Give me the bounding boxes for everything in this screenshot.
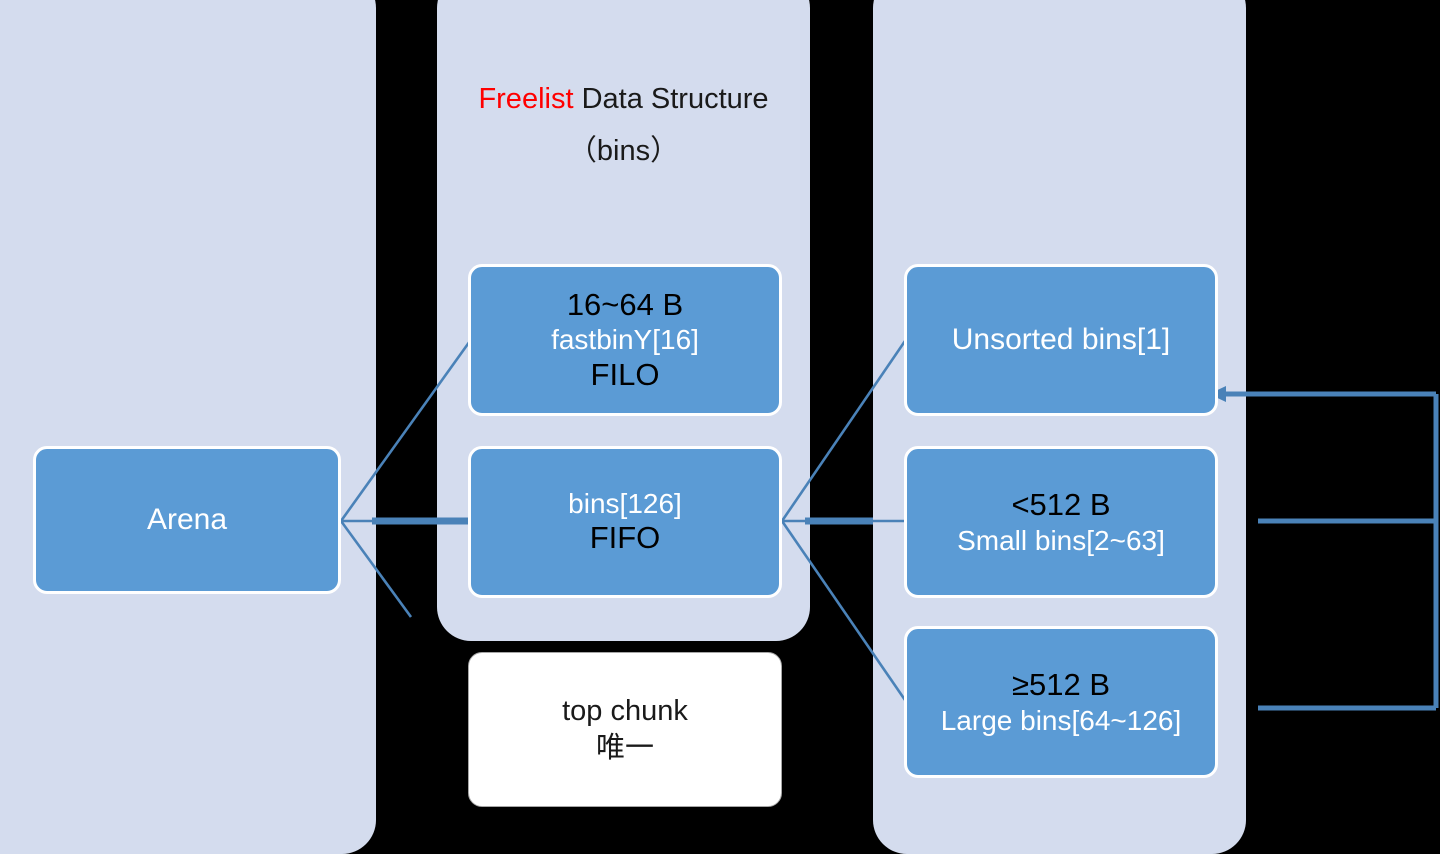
node-large-bins[interactable]: ≥512 B Large bins[64~126] bbox=[904, 626, 1218, 778]
freelist-title-line1: Freelist Data Structure bbox=[437, 74, 810, 126]
node-bins-array: bins[126] bbox=[568, 488, 682, 520]
freelist-title-line2: （bins） bbox=[567, 134, 680, 167]
node-small-bins[interactable]: <512 B Small bins[2~63] bbox=[904, 446, 1218, 598]
node-unsorted-bins[interactable]: Unsorted bins[1] bbox=[904, 264, 1218, 416]
node-small-bins-label: Small bins[2~63] bbox=[957, 524, 1165, 556]
node-fastbin-array: fastbinY[16] bbox=[551, 324, 699, 356]
node-bins-order: FIFO bbox=[589, 520, 661, 556]
node-large-bins-label: Large bins[64~126] bbox=[940, 704, 1182, 736]
node-large-bins-size: ≥512 B bbox=[1011, 667, 1111, 703]
node-fastbin[interactable]: 16~64 B fastbinY[16] FILO bbox=[468, 264, 782, 416]
node-small-bins-size: <512 B bbox=[1011, 487, 1111, 523]
freelist-title: Freelist Data Structure （bins） bbox=[437, 74, 810, 177]
node-arena[interactable]: Arena bbox=[33, 446, 341, 594]
node-top-chunk-note: 唯一 bbox=[595, 731, 654, 764]
node-arena-label: Arena bbox=[146, 503, 228, 537]
node-fastbin-order: FILO bbox=[590, 356, 660, 392]
node-unsorted-bins-label: Unsorted bins[1] bbox=[951, 323, 1171, 357]
node-top-chunk[interactable]: top chunk 唯一 bbox=[468, 652, 782, 807]
node-bins[interactable]: bins[126] FIFO bbox=[468, 446, 782, 598]
node-fastbin-size: 16~64 B bbox=[566, 286, 684, 322]
node-top-chunk-label: top chunk bbox=[562, 695, 688, 728]
freelist-keyword: Freelist bbox=[478, 83, 574, 115]
freelist-title-rest: Data Structure bbox=[573, 83, 769, 115]
arena-panel bbox=[0, 0, 376, 854]
